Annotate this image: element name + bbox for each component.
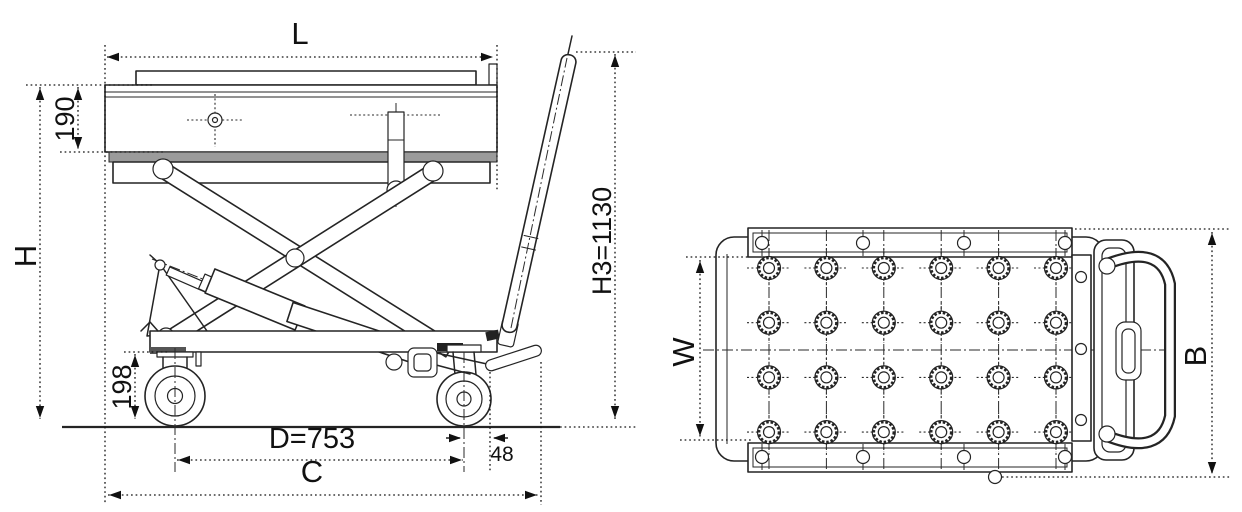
drain-hole [987,469,1003,485]
dim-label-48: 48 [490,443,513,466]
base-frame [140,320,498,367]
dimension-H3: H3=1130 [576,51,636,419]
front-caster [144,348,206,472]
dim-label-190: 190 [50,96,80,141]
pump-handle [485,35,577,348]
dim-label-198: 198 [107,364,137,409]
mount-plate [1071,254,1092,442]
dim-label-B: B [1178,346,1213,367]
ball-transfer-grid [747,230,1078,470]
dim-label-C: C [301,454,323,489]
dim-label-W: W [666,337,701,367]
platform-hole [187,94,243,147]
bottom-rail [747,442,1073,473]
dim-label-H3: H3=1130 [587,187,617,295]
dimension-C: C [108,362,542,505]
dim-label-L: L [291,16,308,51]
side-view [62,35,638,472]
top-rail [747,227,1073,258]
dimensions: L H 190 198 H3=1130 D=753 [8,16,1230,505]
dimension-W: W [666,256,752,441]
end-panel [1093,239,1135,461]
dimension-L: L [104,16,498,505]
dimension-arrows [35,52,1217,500]
rear-caster [436,344,492,472]
bail-handle [1098,250,1176,450]
dimension-198: 198 [107,351,170,419]
foot-pedal [485,344,542,372]
dimension-H: H [8,84,152,419]
platform [104,63,498,207]
dim-label-H: H [8,245,43,267]
pump-unit [385,344,542,378]
dimension-D: D=753 [177,423,463,461]
dim-label-D: D=753 [269,423,355,455]
top-view [703,227,1176,485]
rail-holes [754,230,1073,470]
dimension-B: B [1002,228,1230,478]
inner-grip [1115,321,1142,381]
